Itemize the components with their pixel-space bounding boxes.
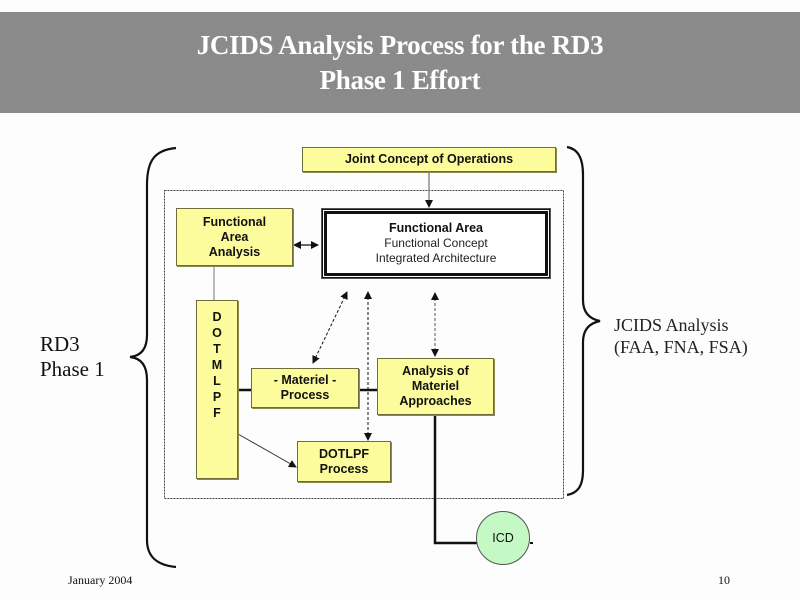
analysis-line2: Materiel [411,379,460,393]
rd3-phase-label: RD3 Phase 1 [40,332,105,382]
left-brace [129,146,177,569]
icd-node: ICD [476,511,530,565]
dotlpf-line1: DOTLPF [319,446,369,461]
faa-line2: Area [220,229,249,244]
slide-title-line1: JCIDS Analysis Process for the RD3 [196,29,604,60]
faa-line3: Analysis [208,244,261,259]
dotmlpf-letter: F [213,406,221,420]
jcids-line2: (FAA, FNA, FSA) [614,337,748,357]
jcids-line1: JCIDS Analysis [614,315,729,335]
right-brace [566,145,601,497]
title-banner: JCIDS Analysis Process for the RD3 Phase… [0,12,800,113]
page-number: 10 [718,573,730,587]
dotmlpf-letter: P [212,390,222,404]
jcids-analysis-label: JCIDS Analysis (FAA, FNA, FSA) [614,314,748,358]
jcids-boundary [164,190,564,499]
dotmlpf-letter: O [212,326,222,340]
rd3-line2: Phase 1 [40,357,105,381]
functional-area-box: Functional Area Functional Concept Integ… [321,208,551,279]
materiel-line1: - Materiel - [273,373,337,387]
dotmlpf-letter: M [211,358,223,372]
fa-title: Functional Area [389,221,483,235]
analysis-line3: Approaches [399,394,472,408]
fa-line3: Integrated Architecture [375,251,497,265]
faa-box: Functional Area Analysis [176,208,293,266]
dotmlpf-letter: T [213,342,221,356]
slide-title-line2: Phase 1 Effort [319,64,481,95]
footer-date: January 2004 [68,573,133,587]
arrow-dotmlpf-dotlpf [237,433,297,468]
faa-line1: Functional [202,214,267,229]
analysis-materiel-box: Analysis of Materiel Approaches [377,358,494,415]
materiel-line2: Process [280,388,330,402]
icd-label: ICD [492,531,514,545]
dotmlpf-letter: L [213,374,221,388]
dotlpf-line2: Process [319,461,369,476]
line-analysis-icd [433,414,478,545]
dotlpf-process-box: DOTLPF Process [297,441,391,482]
dotmlpf-letter: D [212,310,222,324]
joint-concept-label: Joint Concept of Operations [344,152,514,166]
fa-line2: Functional Concept [384,236,488,250]
dotmlpf-column: D O T M L P F [196,300,238,479]
joint-concept-box: Joint Concept of Operations [302,147,556,172]
arrow-fa-materiel [312,291,348,364]
analysis-line1: Analysis of [402,364,469,378]
rd3-line1: RD3 [40,332,80,356]
materiel-process-box: - Materiel - Process [251,368,359,408]
